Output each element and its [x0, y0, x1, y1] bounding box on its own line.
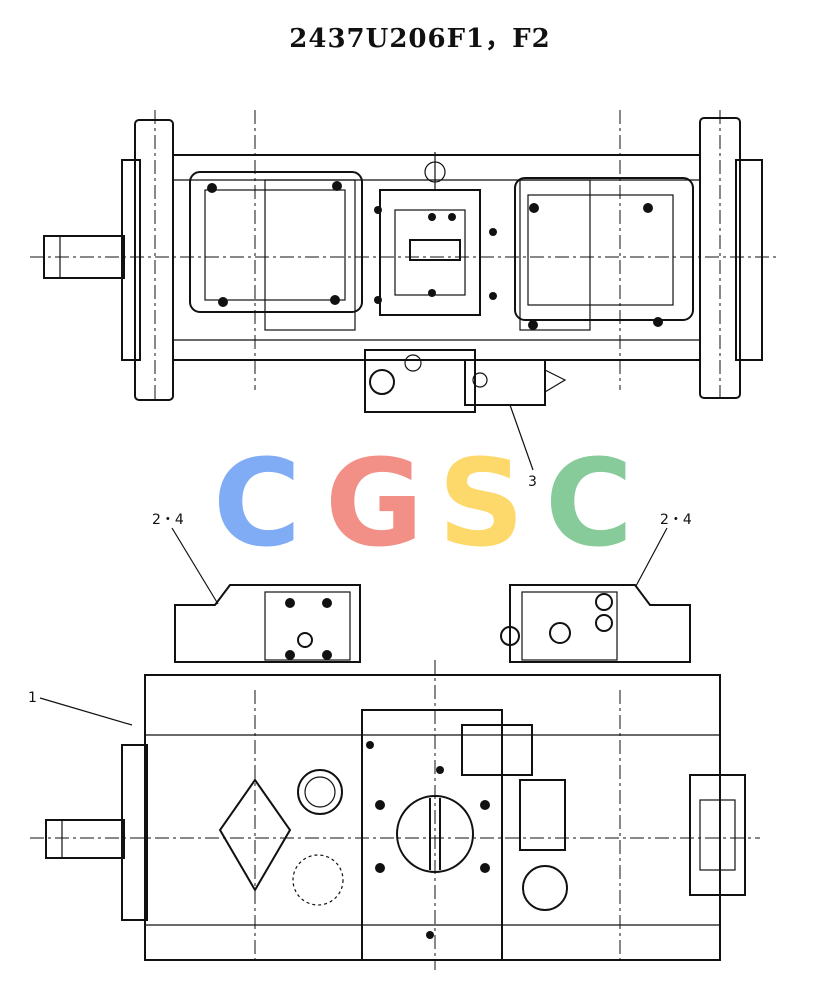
bottom-view: [30, 527, 760, 970]
drawing-title: 2437U206F1，F2: [289, 24, 551, 54]
top-view: [30, 110, 780, 471]
callout-2-4-left: 2・4: [152, 512, 184, 528]
watermark-letter-g: G: [325, 435, 424, 574]
watermark-letter-c2: C: [545, 435, 633, 574]
callout-3: 3: [528, 474, 537, 490]
callout-1: 1: [28, 690, 37, 706]
watermark-letter-s: S: [438, 435, 524, 574]
watermark-letter-c1: C: [213, 435, 301, 574]
callout-2-4-right: 2・4: [660, 512, 692, 528]
